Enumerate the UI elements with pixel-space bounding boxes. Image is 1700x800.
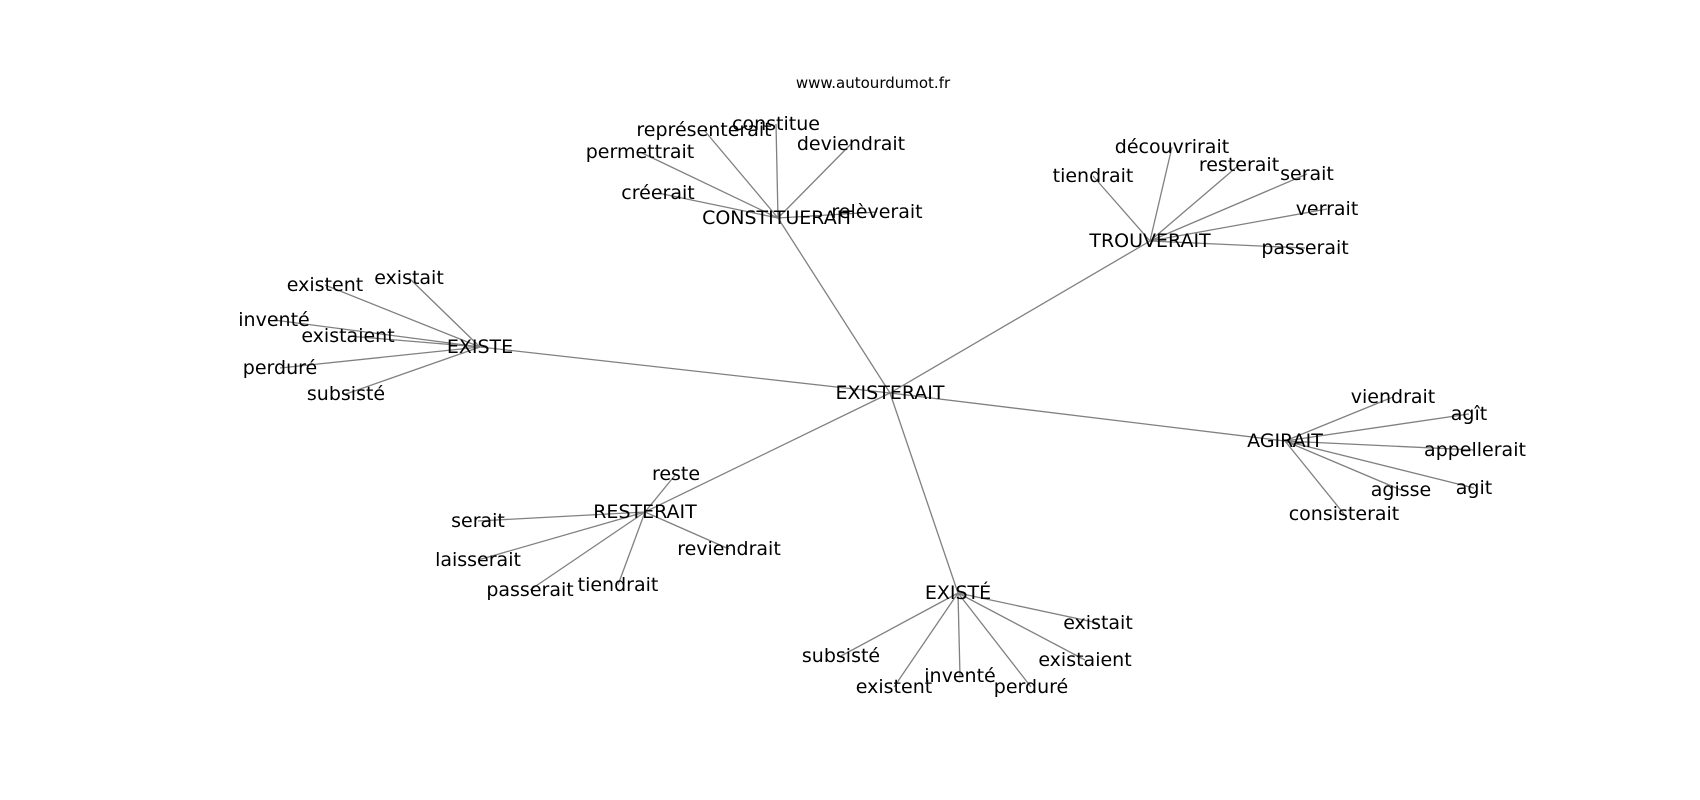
edge-hub-leaf — [957, 592, 1099, 624]
leaf-node: perduré — [994, 676, 1068, 698]
hub-node: CONSTITUERAIT — [702, 207, 854, 229]
leaf-node: agisse — [1371, 479, 1431, 501]
edge-hub-leaf — [703, 129, 779, 219]
edge-hub-leaf — [324, 284, 481, 348]
leaf-node: créerait — [621, 182, 694, 204]
hub-node: AGIRAIT — [1247, 430, 1323, 452]
hub-node: EXISTE — [447, 336, 513, 358]
edge-hub-leaf — [617, 511, 646, 586]
leaf-node: constitue — [732, 113, 820, 135]
leaf-node: existaient — [301, 325, 394, 347]
edge-hub-leaf — [1149, 208, 1328, 242]
edge-hub-leaf — [1149, 146, 1173, 242]
leaf-node: agît — [1451, 403, 1487, 425]
leaf-node: serait — [1280, 163, 1334, 185]
leaf-node: viendrait — [1351, 386, 1436, 408]
graph-labels: EXISTERAITCONSTITUERAITreprésenteraitcon… — [238, 113, 1526, 698]
leaf-node: perduré — [243, 357, 317, 379]
leaf-node: existent — [287, 274, 363, 296]
leaf-node: serait — [451, 510, 505, 532]
leaf-node: consisterait — [1289, 503, 1400, 525]
edge-hub-leaf — [1284, 440, 1402, 491]
edge-center-hub — [889, 392, 959, 594]
center-node: EXISTERAIT — [836, 382, 945, 404]
edge-hub-leaf — [644, 511, 730, 550]
edge-hub-leaf — [777, 143, 852, 219]
edge-hub-leaf — [408, 277, 481, 348]
leaf-node: laisserait — [435, 549, 521, 571]
leaf-node: tiendrait — [1053, 165, 1134, 187]
leaf-node: passerait — [486, 579, 573, 601]
edge-hub-leaf — [1284, 413, 1470, 442]
leaf-node: existait — [374, 267, 444, 289]
leaf-node: permettrait — [586, 141, 695, 163]
graph-edges — [273, 123, 1476, 688]
edge-hub-leaf — [1284, 396, 1394, 442]
edge-hub-leaf — [893, 592, 959, 688]
leaf-node: resterait — [1199, 154, 1279, 176]
edge-hub-leaf — [279, 346, 481, 369]
edge-hub-leaf — [777, 211, 878, 219]
edge-hub-leaf — [1149, 240, 1306, 249]
edge-center-hub — [479, 346, 891, 394]
leaf-node: représenterait — [636, 119, 771, 141]
hub-node: EXISTÉ — [925, 581, 991, 604]
edge-hub-leaf — [477, 511, 646, 522]
edge-hub-leaf — [477, 511, 646, 561]
edge-center-hub — [777, 217, 891, 394]
edge-hub-leaf — [957, 592, 1086, 661]
edge-hub-leaf — [345, 346, 481, 395]
leaf-node: appellerait — [1424, 439, 1526, 461]
leaf-node: subsisté — [802, 645, 880, 667]
edge-hub-leaf — [644, 473, 677, 513]
edge-hub-leaf — [1284, 440, 1345, 515]
leaf-node: tiendrait — [578, 574, 659, 596]
hub-node: TROUVERAIT — [1088, 230, 1211, 252]
leaf-node: agit — [1456, 477, 1492, 499]
edge-hub-leaf — [657, 192, 779, 219]
edge-hub-leaf — [1092, 175, 1151, 242]
edge-hub-leaf — [639, 151, 779, 219]
leaf-node: deviendrait — [797, 133, 905, 155]
leaf-node: reste — [652, 463, 700, 485]
edge-hub-leaf — [1149, 173, 1308, 242]
edge-hub-leaf — [347, 335, 481, 348]
edge-hub-leaf — [1149, 164, 1240, 242]
leaf-node: existait — [1063, 612, 1133, 634]
edge-hub-leaf — [840, 592, 959, 657]
leaf-node: passerait — [1261, 237, 1348, 259]
source-watermark: www.autourdumot.fr — [796, 74, 951, 92]
edge-hub-leaf — [957, 592, 1032, 688]
leaf-node: subsisté — [307, 383, 385, 405]
edge-center-hub — [644, 392, 891, 513]
edge-hub-leaf — [1284, 440, 1476, 451]
leaf-node: relèverait — [831, 201, 922, 223]
edge-hub-leaf — [775, 123, 779, 219]
edge-hub-leaf — [529, 511, 646, 591]
edge-center-hub — [889, 392, 1286, 442]
edge-center-hub — [889, 240, 1151, 394]
leaf-node: inventé — [238, 309, 309, 331]
leaf-node: existent — [856, 676, 932, 698]
leaf-node: reviendrait — [677, 538, 781, 560]
edge-hub-leaf — [957, 592, 961, 677]
leaf-node: verrait — [1296, 198, 1359, 220]
leaf-node: existaient — [1038, 649, 1131, 671]
leaf-node: inventé — [924, 665, 995, 687]
edge-hub-leaf — [1284, 440, 1475, 489]
leaf-node: découvrirait — [1115, 136, 1229, 158]
hub-node: RESTERAIT — [593, 501, 697, 523]
edge-hub-leaf — [273, 319, 481, 348]
